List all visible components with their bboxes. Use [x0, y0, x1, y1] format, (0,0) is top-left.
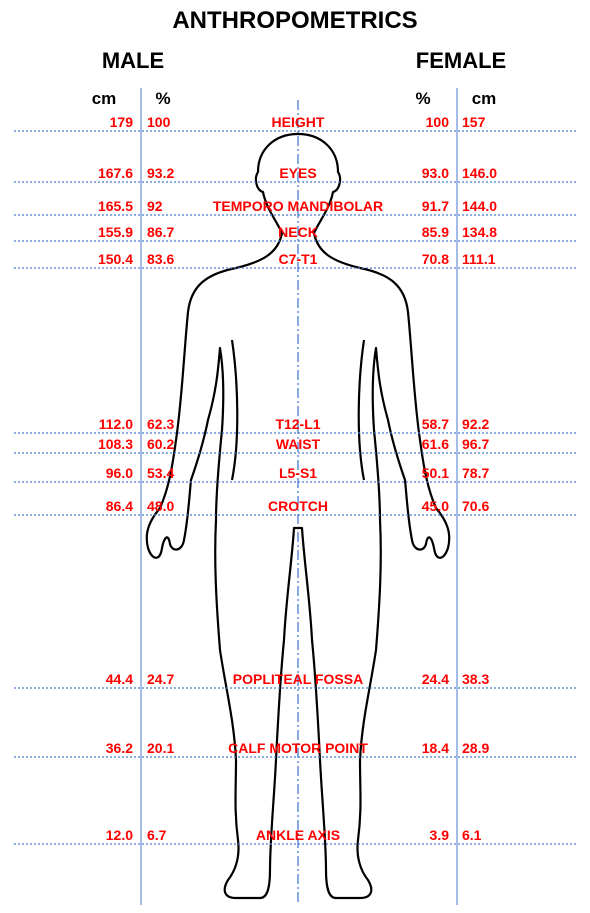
- landmark-label: NECK: [278, 224, 318, 240]
- male-cm-value: 150.4: [98, 251, 133, 267]
- landmark-label: EYES: [279, 165, 316, 181]
- female-cm-value: 38.3: [462, 671, 489, 687]
- male-cm-value: 36.2: [106, 740, 133, 756]
- male-pct-value: 86.7: [147, 224, 174, 240]
- female-cm-value: 146.0: [462, 165, 497, 181]
- landmark-label: CALF MOTOR POINT: [228, 740, 368, 756]
- male-pct-value: 6.7: [147, 827, 167, 843]
- female-pct-value: 18.4: [422, 740, 449, 756]
- male-cm-value: 167.6: [98, 165, 133, 181]
- male-pct-value: 20.1: [147, 740, 174, 756]
- male-pct-value: 24.7: [147, 671, 174, 687]
- female-cm-value: 111.1: [462, 251, 496, 267]
- measurement-row: 108.3 60.2 WAIST 61.6 96.7: [14, 436, 576, 453]
- female-pct-value: 3.9: [430, 827, 450, 843]
- female-cm-value: 28.9: [462, 740, 489, 756]
- male-pct-value: 83.6: [147, 251, 174, 267]
- measurement-row: 165.5 92 TEMPORO MANDIBOLAR 91.7 144.0: [14, 198, 576, 215]
- female-cm-header: cm: [472, 89, 497, 108]
- male-cm-value: 108.3: [98, 436, 133, 452]
- landmark-label: WAIST: [276, 436, 321, 452]
- female-cm-value: 96.7: [462, 436, 489, 452]
- female-pct-value: 100: [426, 114, 450, 130]
- page-title: ANTHROPOMETRICS: [172, 7, 417, 34]
- measurement-row: 155.9 86.7 NECK 85.9 134.8: [14, 224, 576, 241]
- female-pct-value: 45.0: [422, 498, 449, 514]
- male-pct-value: 100: [147, 114, 171, 130]
- female-pct-value: 70.8: [422, 251, 449, 267]
- measurement-row: 150.4 83.6 C7-T1 70.8 111.1: [14, 251, 576, 268]
- landmark-label: T12-L1: [275, 416, 320, 432]
- measurement-row: 96.0 53.4 L5-S1 50.1 78.7: [14, 465, 576, 482]
- male-cm-value: 12.0: [106, 827, 133, 843]
- landmark-label: L5-S1: [279, 465, 317, 481]
- landmark-label: HEIGHT: [272, 114, 325, 130]
- male-cm-header: cm: [92, 89, 117, 108]
- measurement-row: 86.4 48.0 CROTCH 45.0 70.6: [14, 498, 576, 515]
- male-cm-value: 44.4: [106, 671, 133, 687]
- female-pct-value: 91.7: [422, 198, 449, 214]
- female-cm-value: 157: [462, 114, 486, 130]
- measurement-row: 12.0 6.7 ANKLE AXIS 3.9 6.1: [14, 827, 576, 844]
- measurement-row: 36.2 20.1 CALF MOTOR POINT 18.4 28.9: [14, 740, 576, 757]
- female-cm-value: 144.0: [462, 198, 497, 214]
- landmark-label: TEMPORO MANDIBOLAR: [213, 198, 383, 214]
- female-pct-value: 61.6: [422, 436, 449, 452]
- landmark-label: C7-T1: [279, 251, 318, 267]
- female-pct-value: 50.1: [422, 465, 449, 481]
- landmark-label: POPLITEAL FOSSA: [233, 671, 363, 687]
- female-pct-value: 24.4: [422, 671, 449, 687]
- male-cm-value: 165.5: [98, 198, 133, 214]
- landmark-label: CROTCH: [268, 498, 328, 514]
- male-pct-value: 92: [147, 198, 163, 214]
- female-cm-value: 78.7: [462, 465, 489, 481]
- measurement-row: 44.4 24.7 POPLITEAL FOSSA 24.4 38.3: [14, 671, 576, 688]
- male-cm-value: 112.0: [99, 416, 133, 432]
- male-heading: MALE: [102, 48, 164, 73]
- male-cm-value: 155.9: [98, 224, 133, 240]
- female-heading: FEMALE: [416, 48, 506, 73]
- female-pct-header: %: [415, 89, 430, 108]
- male-pct-value: 93.2: [147, 165, 174, 181]
- female-cm-value: 134.8: [462, 224, 497, 240]
- male-cm-value: 96.0: [106, 465, 133, 481]
- male-cm-value: 179: [110, 114, 134, 130]
- female-cm-value: 6.1: [462, 827, 482, 843]
- male-pct-value: 53.4: [147, 465, 174, 481]
- male-pct-value: 60.2: [147, 436, 174, 452]
- female-cm-value: 92.2: [462, 416, 489, 432]
- male-pct-header: %: [155, 89, 170, 108]
- female-pct-value: 85.9: [422, 224, 449, 240]
- measurement-row: 112.0 62.3 T12-L1 58.7 92.2: [14, 416, 576, 433]
- female-pct-value: 93.0: [422, 165, 449, 181]
- measurement-row: 167.6 93.2 EYES 93.0 146.0: [14, 165, 576, 182]
- male-cm-value: 86.4: [106, 498, 133, 514]
- measurement-row: 179 100 HEIGHT 100 157: [14, 114, 576, 131]
- female-pct-value: 58.7: [422, 416, 449, 432]
- female-cm-value: 70.6: [462, 498, 489, 514]
- landmark-label: ANKLE AXIS: [256, 827, 340, 843]
- male-pct-value: 62.3: [147, 416, 174, 432]
- male-pct-value: 48.0: [147, 498, 174, 514]
